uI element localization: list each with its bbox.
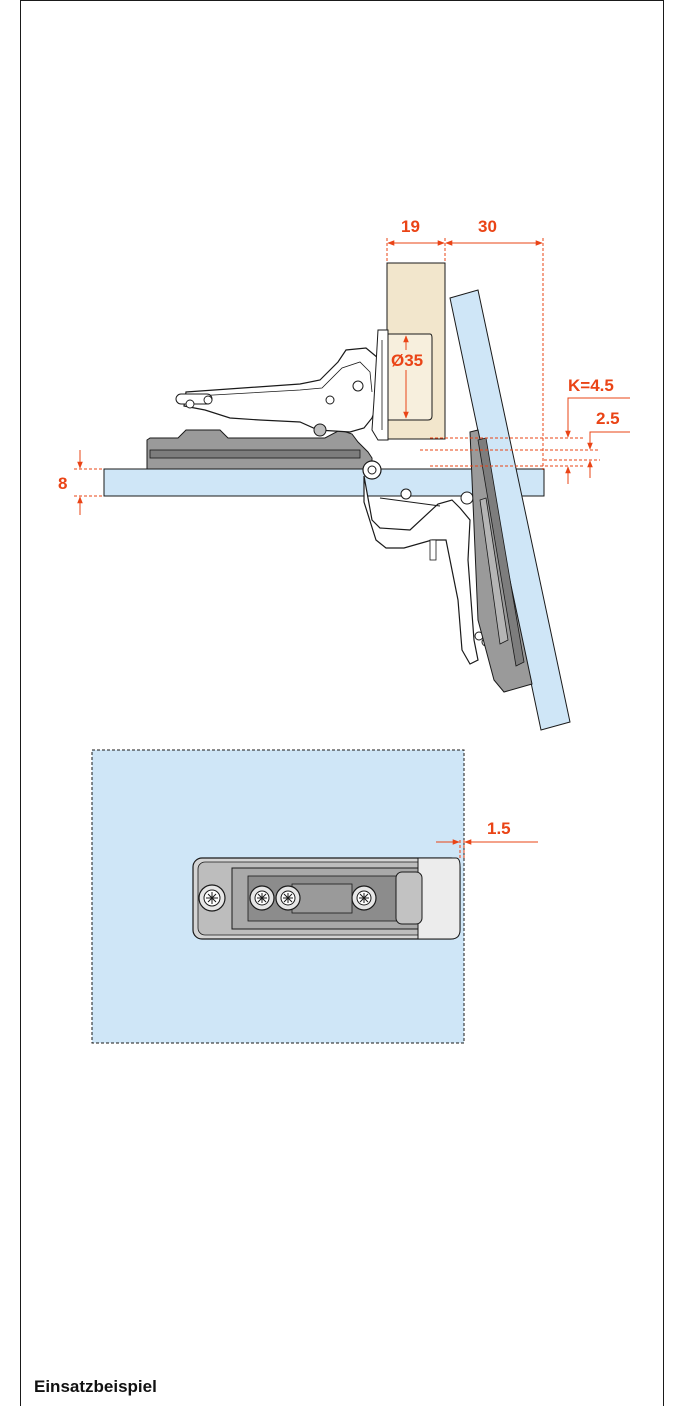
link-arm [363,475,479,665]
screw-icon [249,885,275,911]
hinge-arm-inner [195,361,373,397]
dim-k-label: K=4.5 [568,376,614,395]
dim-35-label: Ø35 [391,351,423,370]
hinge-cup [371,329,389,441]
screw-icon [198,884,226,912]
mounting-plate [146,429,373,470]
dim-30-label: 30 [478,217,497,236]
cup-recess [388,333,433,421]
drawing-frame [20,0,664,1406]
dim-8-label: 8 [58,474,67,493]
side-view [103,262,571,731]
top-view [91,749,465,1044]
dim-19-label: 19 [401,217,420,236]
dimensions-side: 19 30 Ø35 K=4.5 2.5 8 [58,217,630,515]
caption: Einsatzbeispiel [34,1377,157,1396]
screw-icon [351,885,377,911]
dimensions-top: 1.5 [436,819,538,858]
hinge-arm [183,347,383,433]
dim-25-label: 2.5 [596,409,620,428]
dim-15-label: 1.5 [487,819,511,838]
mounting-plate-top [149,449,361,459]
screw-icon [275,885,301,911]
base-panel [103,468,545,497]
